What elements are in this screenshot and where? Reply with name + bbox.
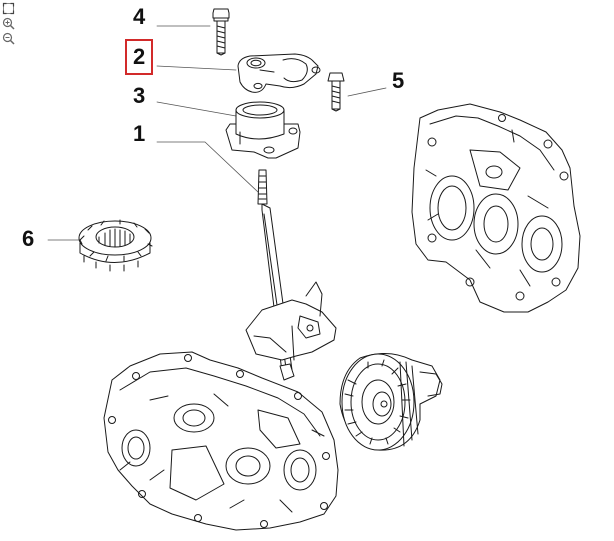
leader-lines bbox=[47, 25, 387, 241]
part-4-bolt[interactable] bbox=[212, 8, 230, 56]
viewer-toolbar bbox=[2, 2, 16, 45]
part-1-selector-shaft[interactable] bbox=[245, 169, 337, 381]
callout-1[interactable]: 1 bbox=[133, 121, 146, 146]
part-2-cover-plate[interactable] bbox=[237, 53, 321, 93]
fit-icon[interactable] bbox=[2, 2, 15, 15]
gearbox-case-left[interactable] bbox=[103, 351, 339, 531]
part-5-bolt[interactable] bbox=[327, 72, 345, 112]
callout-5[interactable]: 5 bbox=[392, 68, 405, 93]
gearbox-case-right[interactable] bbox=[411, 103, 581, 313]
part-3-housing[interactable] bbox=[225, 101, 301, 159]
callout-6[interactable]: 6 bbox=[22, 226, 35, 251]
part-6-gear-ring[interactable] bbox=[78, 219, 153, 272]
zoom-in-icon[interactable] bbox=[2, 17, 15, 30]
zoom-out-icon[interactable] bbox=[2, 32, 15, 45]
callout-4[interactable]: 4 bbox=[133, 4, 146, 29]
differential-assembly[interactable] bbox=[339, 353, 443, 451]
callout-2-selected[interactable]: 2 bbox=[125, 39, 154, 75]
callout-3[interactable]: 3 bbox=[133, 83, 146, 108]
